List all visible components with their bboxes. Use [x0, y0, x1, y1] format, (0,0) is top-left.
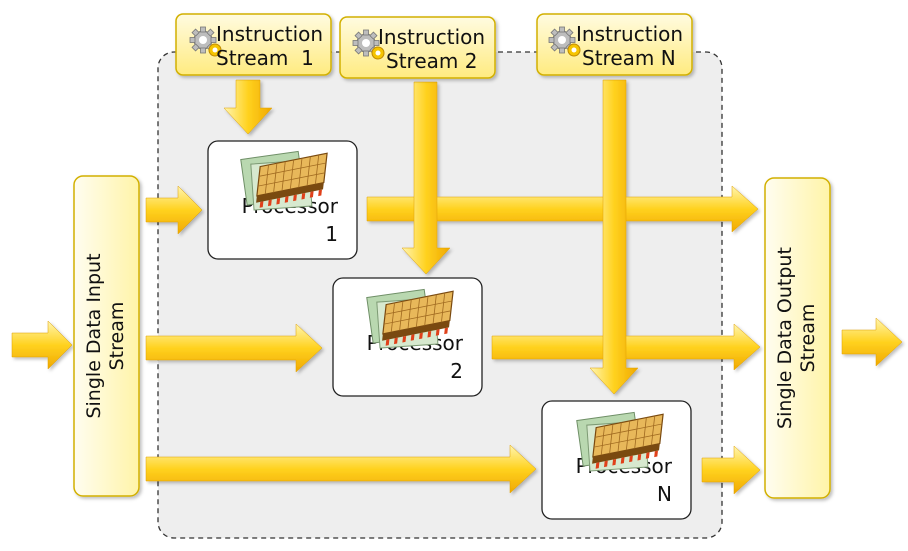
instruction-stream-n-box [536, 13, 693, 76]
arrow-stream-n-down [589, 79, 639, 395]
instruction-stream-n-label: Instruction Stream N [576, 22, 683, 70]
instruction-stream-1-line1: Instruction [216, 22, 324, 46]
arrow-to-processor-n [145, 444, 537, 494]
input-stream-line2: Stream [106, 301, 128, 371]
output-stream-box [764, 177, 831, 499]
output-stream-line2: Stream [797, 303, 819, 373]
arrow-to-processor-1 [145, 185, 203, 235]
processor-n-line2: N [657, 482, 672, 506]
output-stream-line1: Single Data Output [774, 247, 796, 429]
instruction-stream-2-box [339, 16, 496, 79]
output-stream-label: Single Data Output Stream [774, 178, 820, 498]
arrow-to-processor-2 [145, 323, 323, 373]
instruction-stream-1-box [175, 13, 332, 76]
instruction-stream-n-line1: Instruction [576, 22, 684, 46]
instruction-stream-n-line2: Stream N [582, 46, 676, 70]
arrows [11, 79, 903, 495]
instruction-stream-1-line2: Stream 1 [216, 46, 314, 70]
instruction-stream-2-line1: Instruction [378, 25, 486, 49]
arrow-processor-n-output [701, 445, 761, 495]
arrow-stream-2-down [401, 81, 451, 275]
input-entry-arrow [11, 320, 73, 370]
input-stream-label: Single Data Input Stream [83, 176, 129, 496]
output-exit-arrow [841, 317, 903, 367]
instruction-stream-1-label: Instruction Stream 1 [216, 22, 323, 70]
processor-chip-icon [240, 150, 328, 211]
processor-chip-icon [366, 288, 454, 349]
input-stream-box [73, 175, 140, 497]
processor-2-line2: 2 [450, 359, 463, 383]
instruction-stream-2-label: Instruction Stream 2 [378, 25, 485, 73]
processor-chip-icon [576, 411, 664, 472]
processor-1-line2: 1 [325, 222, 338, 246]
input-stream-line1: Single Data Input [83, 253, 105, 419]
instruction-stream-2-line2: Stream 2 [386, 49, 478, 73]
arrow-stream-1-down [223, 79, 273, 135]
